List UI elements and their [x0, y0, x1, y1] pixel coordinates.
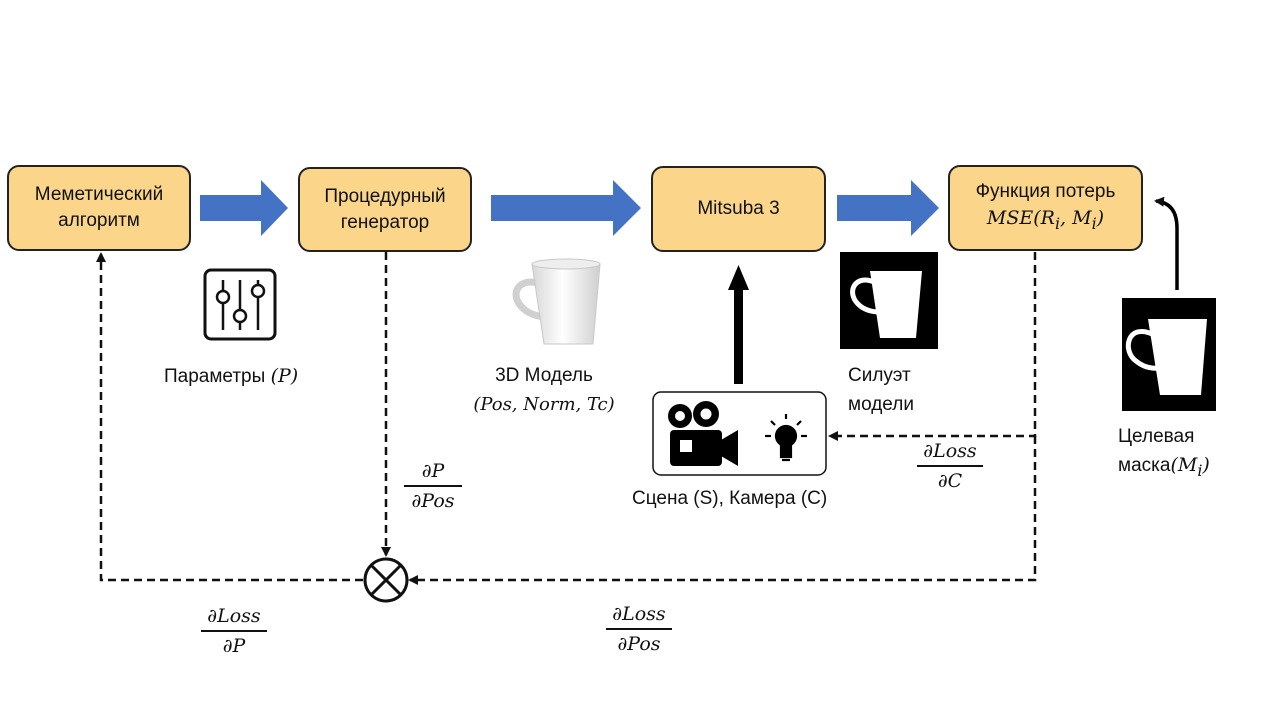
flow-arrow-3 — [837, 180, 939, 236]
multiply-node-icon — [363, 557, 409, 603]
multiply-to-memetic-dashed — [96, 252, 363, 582]
flow-arrow-2 — [491, 180, 641, 236]
flow-arrow-1 — [200, 180, 288, 236]
lightbulb-icon — [765, 414, 807, 462]
silhouette-label: Силуэт модели — [848, 365, 914, 415]
loss-title: Функция потерь — [975, 181, 1116, 203]
loss-function-box: Функция потерь MSE(Ri, Mi) — [948, 165, 1143, 251]
memetic-label-line2: алгоритм — [58, 210, 140, 231]
mug-image — [512, 258, 601, 345]
generator-label-line1: Процедурный — [324, 185, 446, 207]
silhouette-image — [840, 252, 938, 349]
loss-to-multiply-dashed — [408, 436, 1037, 585]
sliders-icon — [203, 268, 277, 341]
procedural-generator-box: Процедурный генератор — [298, 167, 472, 252]
fraction-dP-dPos: ∂P∂Pos — [404, 460, 462, 512]
camera-icon — [668, 401, 738, 466]
target-mask-image — [1122, 298, 1216, 411]
mitsuba-renderer-box: Mitsuba 3 — [651, 166, 826, 252]
fraction-dLoss-dPos: ∂Loss∂Pos — [606, 603, 672, 655]
generator-label-line2: генератор — [340, 211, 430, 233]
memetic-label-line1: Меметический — [34, 184, 164, 205]
fraction-dLoss-dC: ∂Loss∂C — [917, 440, 983, 492]
fraction-dLoss-dP: ∂Loss∂P — [201, 605, 267, 657]
memetic-algorithm-box: Меметический алгоритм — [7, 165, 191, 251]
scene-to-renderer-arrow — [728, 265, 749, 384]
scene-camera-label: Сцена (S), Камера (C) — [632, 488, 828, 509]
loss-formula: MSE(Ri, Mi) — [986, 207, 1105, 233]
parameters-label: Параметры (P) — [164, 365, 299, 387]
model-label: 3D Модель (Pos, Norm, Tc) — [473, 365, 615, 415]
mitsuba-label: Mitsuba 3 — [697, 198, 780, 219]
target-mask-label: Целевая маска(Mi) — [1118, 426, 1210, 480]
target-to-loss-arrow — [1154, 196, 1179, 290]
